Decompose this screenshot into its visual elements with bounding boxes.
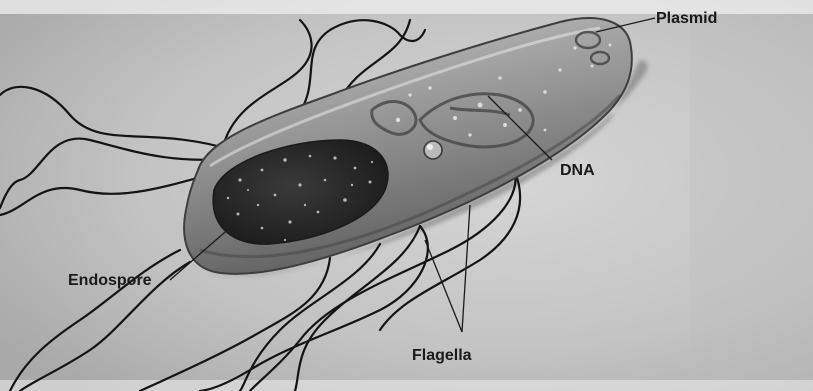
flagella-label: Flagella: [412, 347, 472, 364]
dna-label: DNA: [560, 162, 595, 179]
bottom-light-strip: [0, 380, 813, 391]
endospore-label: Endospore: [68, 272, 152, 289]
vacuole: [424, 141, 442, 159]
right-shade: [690, 14, 813, 380]
vacuole-highlight: [427, 144, 433, 150]
plasmid-label: Plasmid: [656, 10, 717, 27]
